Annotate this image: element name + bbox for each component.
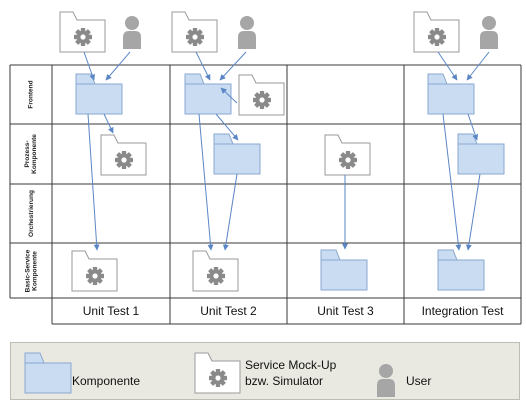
arrow [87,113,100,251]
arrow [195,51,211,81]
arrow [465,173,481,251]
component-icon [320,249,368,291]
mockup-icon [324,134,371,176]
legend-komponente-label: Komponente [72,374,141,388]
column-label-unit-test-3: Unit Test 3 [317,304,374,318]
column-label-unit-test-1: Unit Test 1 [82,304,140,318]
arrow [222,173,238,251]
component-icon [457,133,505,175]
legend-mockup-label-line2: bzw. Simulator [245,374,324,388]
arrow [466,51,490,81]
legend-mockup-icon [194,352,241,394]
dependency-arrows [83,51,490,251]
arrow [105,51,131,81]
user-icon [480,16,498,49]
legend-user-label: User [406,374,432,388]
mockup-icon [171,11,218,53]
mockup-icon [100,134,147,176]
legend-mockup-label-line1: Service Mock-Up [245,358,337,372]
mockup-icon [413,11,460,53]
arrow [437,51,458,81]
row-label-frontend: Frontend [27,80,35,109]
user-icon [238,16,256,49]
component-icon [213,133,261,175]
component-icon [75,73,123,115]
arrow [220,87,238,104]
row-label-basic-service-komponente: Basic-Service Komponente [24,249,39,292]
row-label-prozess-komponente: Prozess- Komponente [24,134,39,174]
mockup-icon [59,11,106,53]
arrow [198,113,214,251]
arrow [215,113,239,141]
arrow [442,113,462,251]
user-icon [123,16,141,49]
mockup-icon [238,74,285,116]
column-label-unit-test-2: Unit Test 2 [200,304,257,318]
arrow [83,51,96,81]
component-icon [184,73,232,115]
row-label-orchestrierung: Orchestrierung [27,190,35,237]
arrow [219,51,247,81]
matrix-grid [9,64,522,325]
column-label-integration-test: Integration Test [421,304,504,318]
mockup-icon [71,250,118,292]
arrow [467,113,479,141]
component-icon [427,73,475,115]
arrow [103,113,114,134]
legend: Komponente Service Mock-Up bzw. Simulato… [10,342,520,400]
legend-component-icon [24,352,72,394]
component-icon [437,249,485,291]
legend-user-icon [377,364,395,397]
mockup-icon [192,250,239,292]
